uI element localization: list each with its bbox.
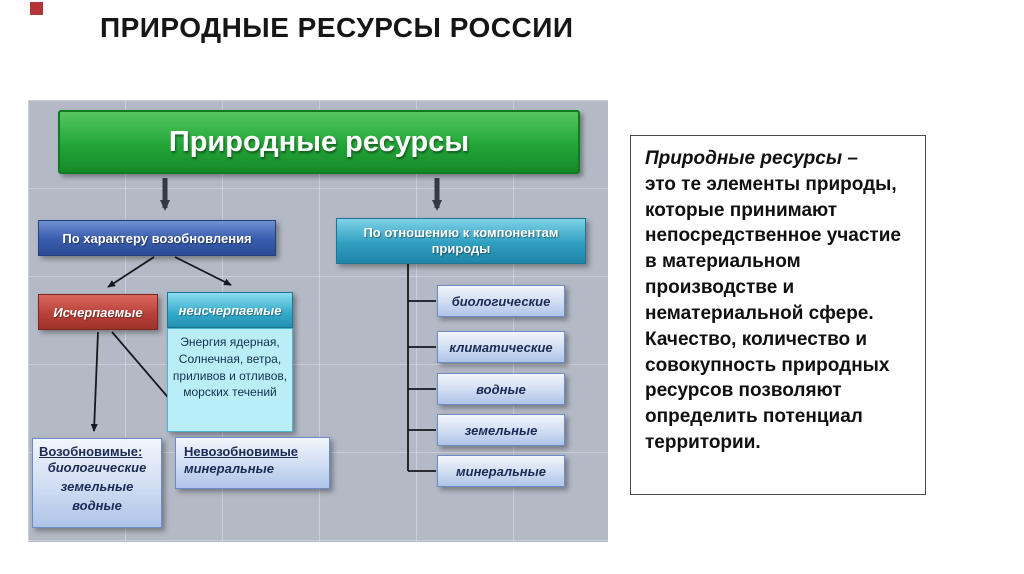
- definition-text: Природные ресурсы – это те элементы прир…: [645, 146, 911, 456]
- exhaustible-label: Исчерпаемые: [53, 304, 143, 320]
- title-bullet-square: [30, 2, 43, 15]
- header-by-components: По отношению к компонентам природы: [336, 218, 586, 264]
- inexhaustible-box: неисчерпаемые: [167, 292, 293, 328]
- header-by-renewability-label: По характеру возобновления: [62, 230, 252, 246]
- nonrenewable-box: Невозобновимые минеральные: [175, 437, 330, 489]
- root-node-label: Природные ресурсы: [168, 125, 470, 158]
- nonrenewable-title: Невозобновимые: [184, 444, 299, 459]
- renewable-item: водные: [72, 497, 122, 513]
- inexhaustible-detail-box: Энергия ядерная, Солнечная, ветра, прили…: [167, 328, 293, 432]
- renewable-item: земельные: [60, 478, 134, 494]
- definition-box: Природные ресурсы – это те элементы прир…: [630, 135, 926, 495]
- root-node-natural-resources: Природные ресурсы: [58, 110, 580, 174]
- component-item-climatic: климатические: [437, 331, 565, 363]
- component-item-water: водные: [437, 373, 565, 405]
- renewable-title: Возобновимые:: [39, 444, 143, 459]
- definition-body: это те элементы природы, которые принима…: [645, 173, 901, 454]
- header-by-components-label: По отношению к компонентам природы: [363, 224, 559, 256]
- renewable-box: Возобновимые: биологические земельные во…: [32, 438, 162, 528]
- definition-lead: Природные ресурсы –: [645, 148, 858, 169]
- page-title: ПРИРОДНЫЕ РЕСУРСЫ РОССИИ: [100, 12, 574, 43]
- inexhaustible-label: неисчерпаемые: [178, 302, 282, 318]
- header-by-renewability: По характеру возобновления: [38, 220, 276, 256]
- exhaustible-box: Исчерпаемые: [38, 294, 158, 330]
- nonrenewable-item: минеральные: [184, 461, 274, 476]
- component-item-mineral: минеральные: [437, 455, 565, 487]
- component-item-land: земельные: [437, 414, 565, 446]
- diagram-panel: Природные ресурсы По характеру возобновл…: [28, 100, 608, 542]
- renewable-item: биологические: [47, 460, 147, 475]
- component-item-biological: биологические: [437, 285, 565, 317]
